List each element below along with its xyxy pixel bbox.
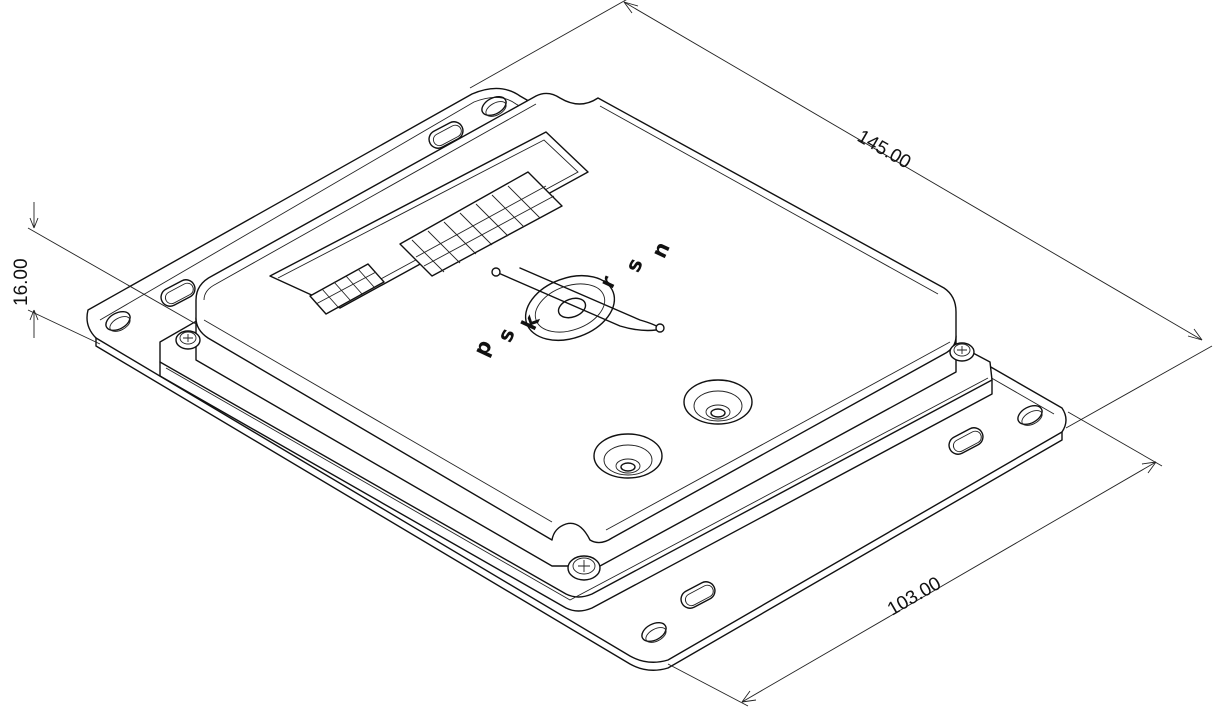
large-connector bbox=[399, 171, 563, 277]
lid-screw-hole-right bbox=[683, 379, 753, 425]
corner-screw-right bbox=[949, 342, 975, 362]
small-connector bbox=[309, 263, 385, 315]
connector-opening bbox=[269, 131, 589, 315]
length-dimension-label: 145.00 bbox=[854, 126, 915, 173]
flange-slot-left bbox=[160, 279, 196, 307]
flange-hole-left-round bbox=[105, 310, 131, 332]
flange-slot-right bbox=[948, 427, 984, 455]
flange-hole-right-round bbox=[1017, 404, 1043, 426]
corner-screw-left bbox=[175, 330, 201, 350]
flange-hole-top-round bbox=[481, 95, 507, 117]
corner-screw-front bbox=[567, 555, 601, 581]
flange-hole-bottom-round bbox=[641, 621, 667, 643]
width-dimension-label: 103.00 bbox=[884, 573, 945, 620]
lid-screw-hole-left bbox=[593, 433, 663, 479]
flange-slot-bottom bbox=[680, 581, 716, 609]
height-dimension: 16.00 bbox=[11, 202, 197, 345]
height-dimension-label: 16.00 bbox=[11, 258, 32, 306]
